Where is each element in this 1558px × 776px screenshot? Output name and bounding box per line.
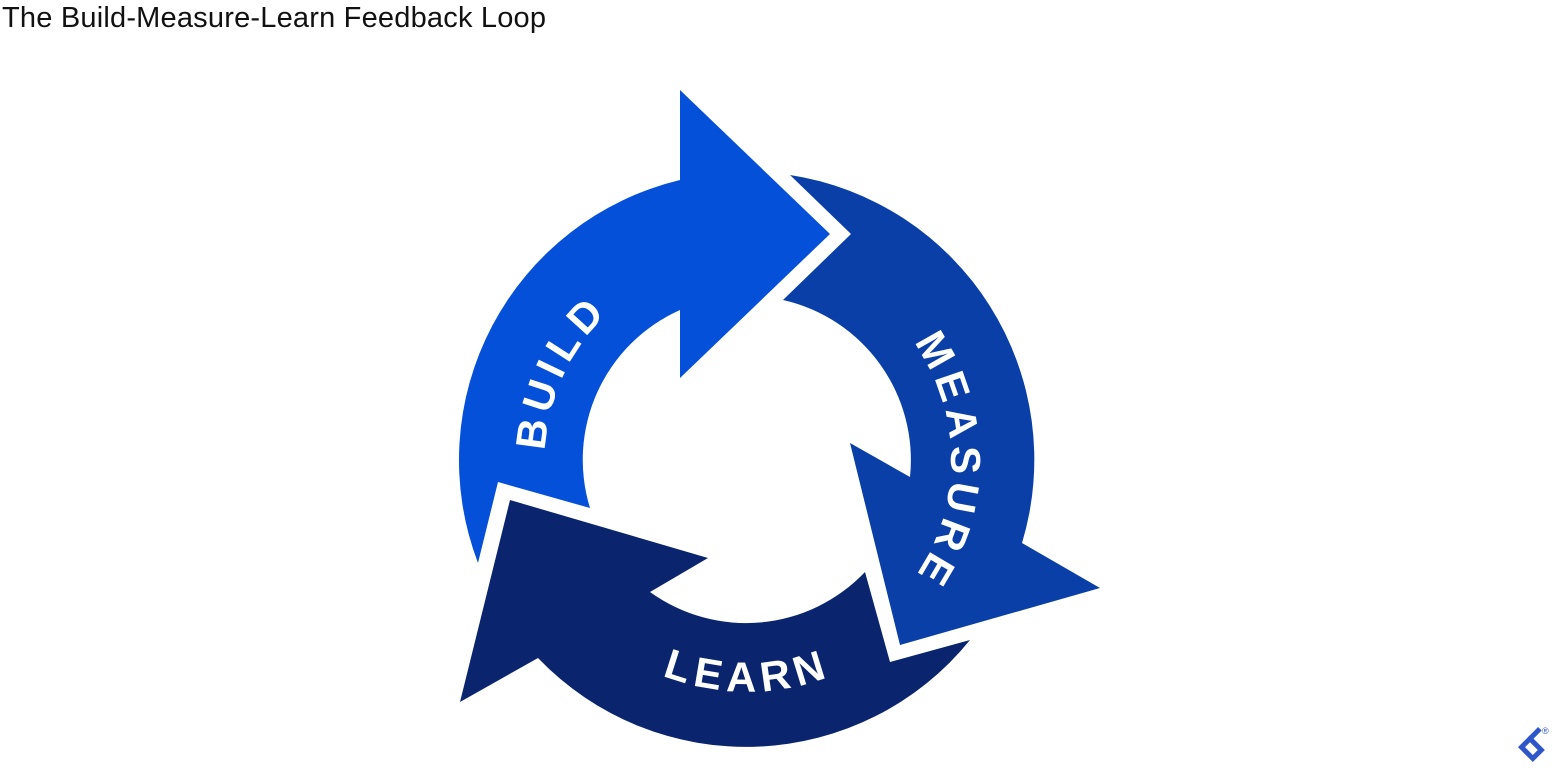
learn-arrow [460, 500, 970, 747]
measure-arrow [783, 175, 1100, 645]
build-arrow [458, 90, 830, 563]
page-title: The Build-Measure-Learn Feedback Loop [2, 2, 547, 34]
toptal-logo-icon: ® [1517, 726, 1549, 763]
registered-mark: ® [1542, 726, 1549, 736]
